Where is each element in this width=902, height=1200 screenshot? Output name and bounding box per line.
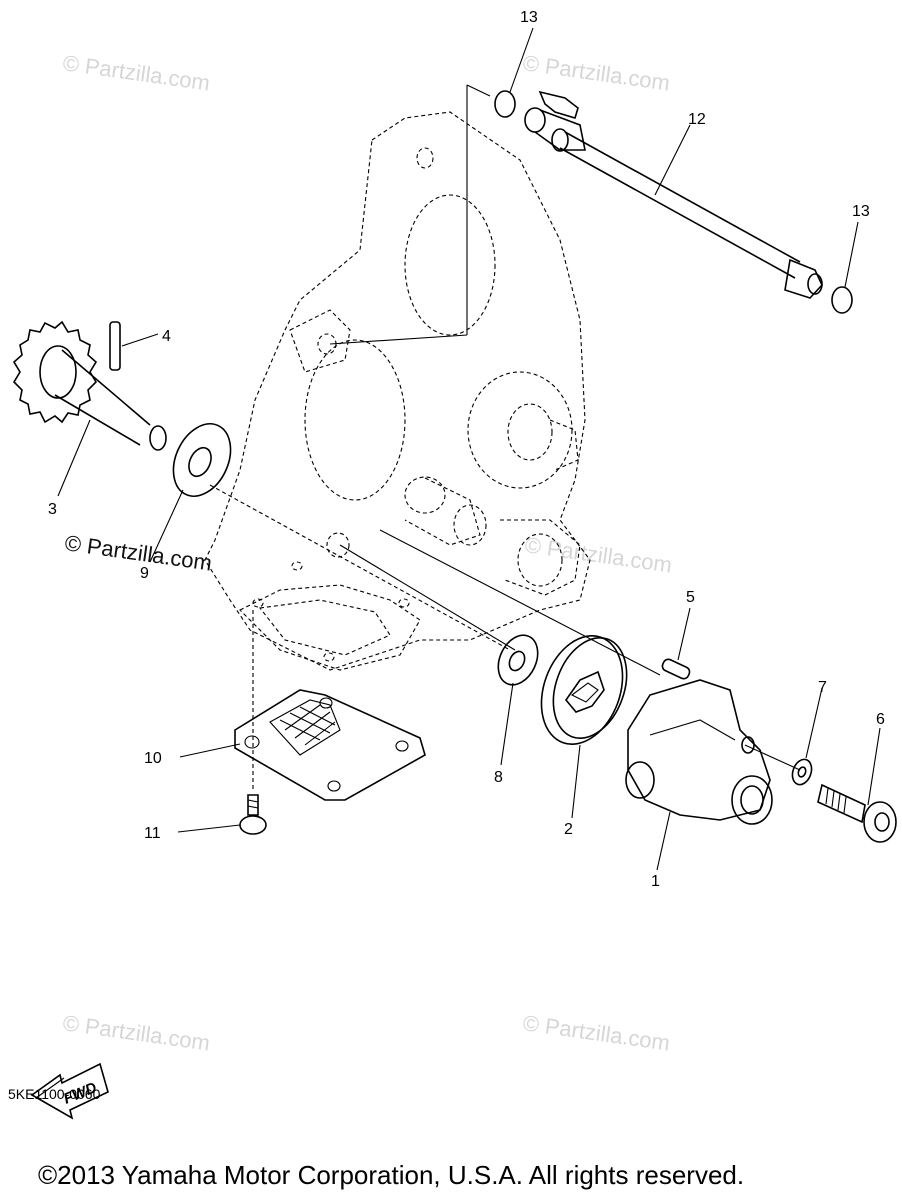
watermark-5: © Partzilla.com [61, 1010, 211, 1055]
diagram-code: 5KE1100-0060 [8, 1086, 101, 1102]
pump-housing-1 [625, 679, 773, 825]
strainer-10 [234, 689, 426, 801]
copyright-notice: ©2013 Yamaha Motor Corporation, U.S.A. A… [38, 1160, 745, 1190]
pump-gear-3 [12, 320, 167, 451]
callout-5: 5 [686, 589, 695, 606]
callout-6: 6 [876, 711, 885, 728]
callout-4: 4 [162, 328, 171, 345]
callout-3: 3 [48, 501, 57, 518]
crankcase-cover [204, 111, 591, 671]
watermark-3: © Partzilla.com [523, 532, 673, 577]
callout-9: 9 [140, 565, 149, 582]
watermark-6: © Partzilla.com [521, 1010, 671, 1055]
watermark-2: © Partzilla.com [521, 50, 671, 95]
callout-10: 10 [144, 750, 162, 767]
o-ring-13-right [831, 286, 853, 314]
callout-12: 12 [688, 111, 706, 128]
washer-7 [791, 758, 813, 786]
screw-11 [239, 794, 267, 835]
dowel-5 [661, 658, 691, 680]
pump-rotor-2 [540, 634, 628, 746]
leader-lines [57, 27, 881, 871]
callout-1: 1 [651, 873, 660, 890]
bolt-6 [817, 783, 897, 843]
washer-8 [497, 634, 539, 686]
oil-pipe-12 [524, 90, 823, 299]
watermark-4: © Partzilla.com [63, 530, 213, 575]
callout-13-right: 13 [852, 203, 870, 220]
callout-13-top: 13 [520, 9, 538, 26]
washer-9 [172, 423, 232, 497]
watermark-1: © Partzilla.com [61, 50, 211, 95]
callout-11: 11 [144, 825, 161, 842]
callout-2: 2 [564, 821, 573, 838]
alignment-lines [209, 84, 801, 790]
o-ring-13-top [494, 90, 516, 118]
pin-4 [109, 321, 121, 371]
callout-7: 7 [818, 679, 827, 696]
callout-8: 8 [494, 769, 503, 786]
